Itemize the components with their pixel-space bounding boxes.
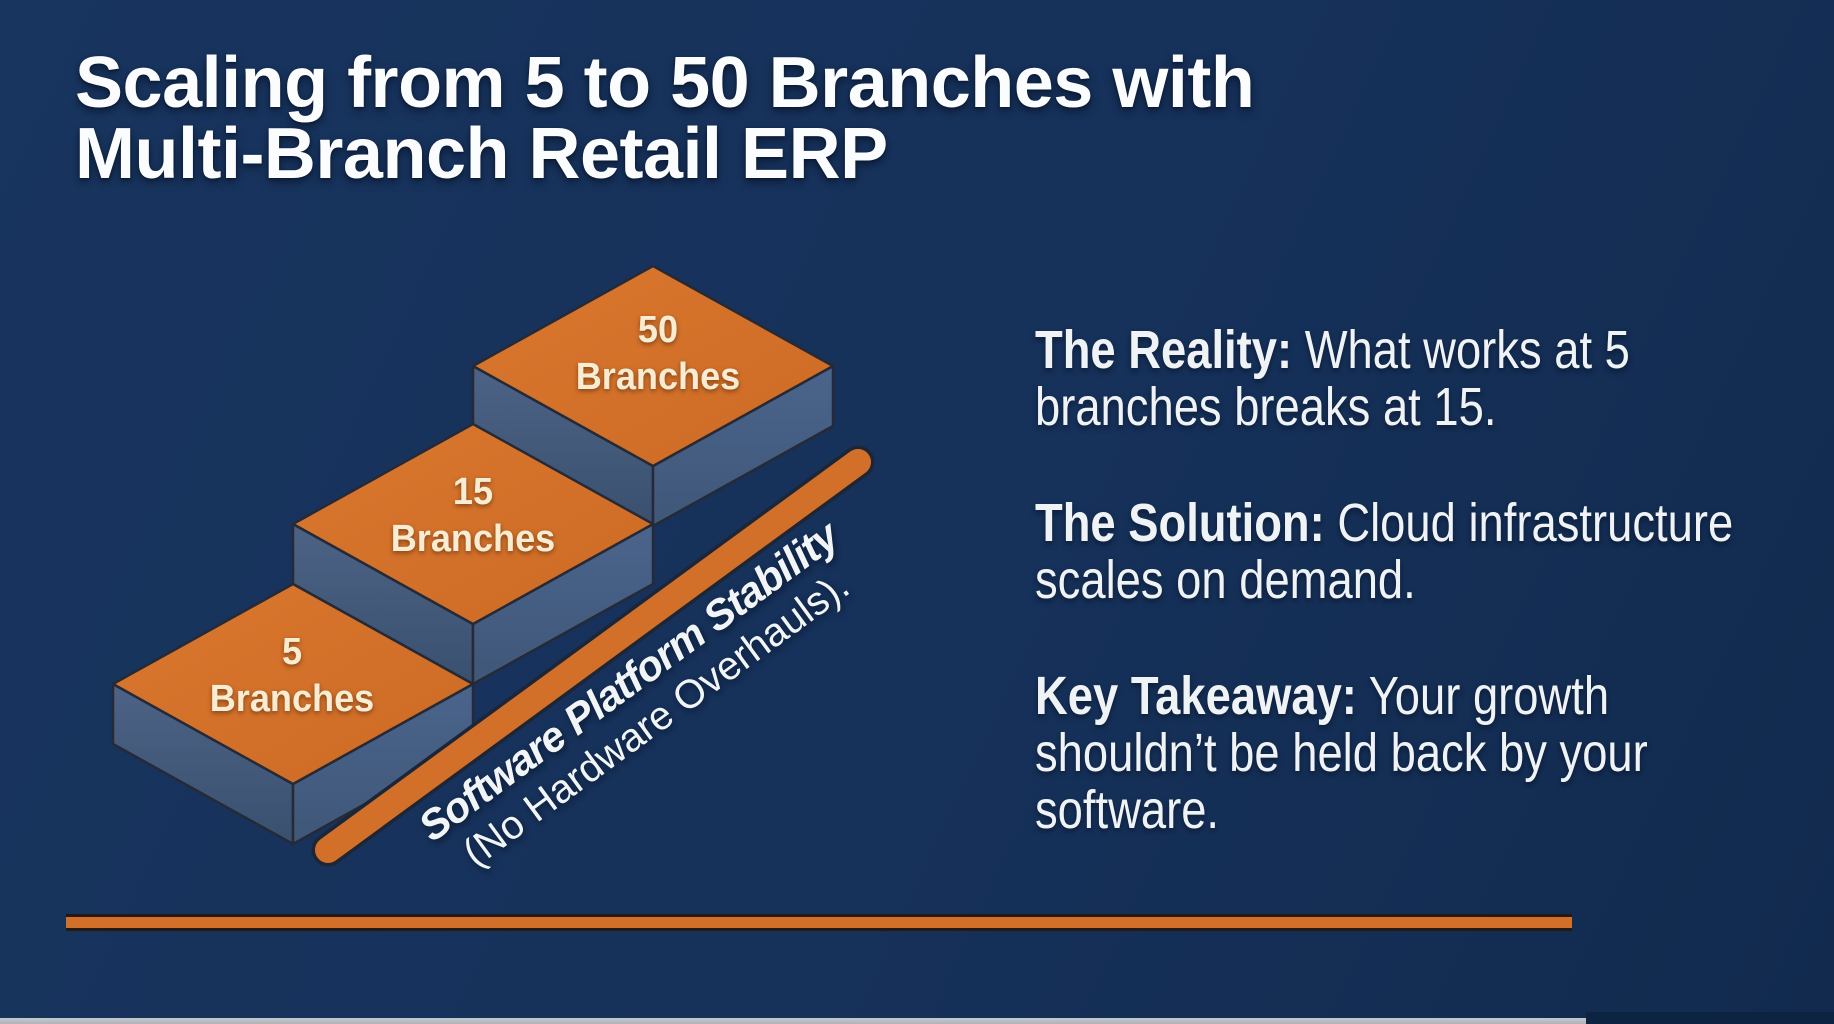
fact-line: shouldn’t be held back by your	[1035, 723, 1648, 783]
step-label-5-branches: 5 Branches	[178, 629, 406, 723]
fact-block-reality: The Reality: What works at 5 branches br…	[1035, 322, 1808, 436]
fact-rest: Cloud infrastructure	[1324, 493, 1734, 553]
title-line-1: Scaling from 5 to 50 Branches with	[75, 43, 1255, 123]
fact-line: The Solution: Cloud infrastructure	[1035, 495, 1808, 552]
divider-line	[66, 914, 1572, 931]
fact-rest: Your growth	[1356, 666, 1610, 726]
fact-line: Key Takeaway: Your growth	[1035, 668, 1808, 725]
fact-lead: Key Takeaway:	[1035, 666, 1357, 726]
fact-rest: What works at 5	[1292, 320, 1630, 380]
step-15-top	[291, 422, 655, 626]
fact-line: branches breaks at 15.	[1035, 377, 1497, 437]
step-5-top	[111, 582, 475, 786]
step-word: Branches	[209, 678, 375, 720]
fact-line: scales on demand.	[1035, 550, 1416, 610]
step-word: Branches	[575, 356, 741, 398]
step-count: 15	[452, 471, 494, 513]
title-line-2: Multi-Branch Retail ERP	[75, 114, 888, 194]
fact-lead: The Reality:	[1035, 320, 1293, 380]
bottom-corner-shade	[1586, 1012, 1834, 1024]
fact-line: software.	[1035, 780, 1220, 840]
fact-block-takeaway: Key Takeaway: Your growth shouldn’t be h…	[1035, 668, 1808, 839]
fact-block-solution: The Solution: Cloud infrastructure scale…	[1035, 495, 1808, 609]
step-count: 50	[637, 309, 679, 351]
fact-line: The Reality: What works at 5	[1035, 322, 1808, 379]
fact-lead: The Solution:	[1035, 493, 1325, 553]
main-title: Scaling from 5 to 50 Branches with Multi…	[75, 43, 1255, 194]
step-label-50-branches: 50 Branches	[544, 307, 772, 401]
growth-bar	[315, 449, 871, 863]
bottom-edge-strip	[0, 1018, 1586, 1024]
step-count: 5	[281, 631, 303, 673]
step-50-top	[471, 264, 835, 468]
step-label-15-branches: 15 Branches	[359, 469, 587, 563]
step-word: Branches	[390, 518, 556, 560]
